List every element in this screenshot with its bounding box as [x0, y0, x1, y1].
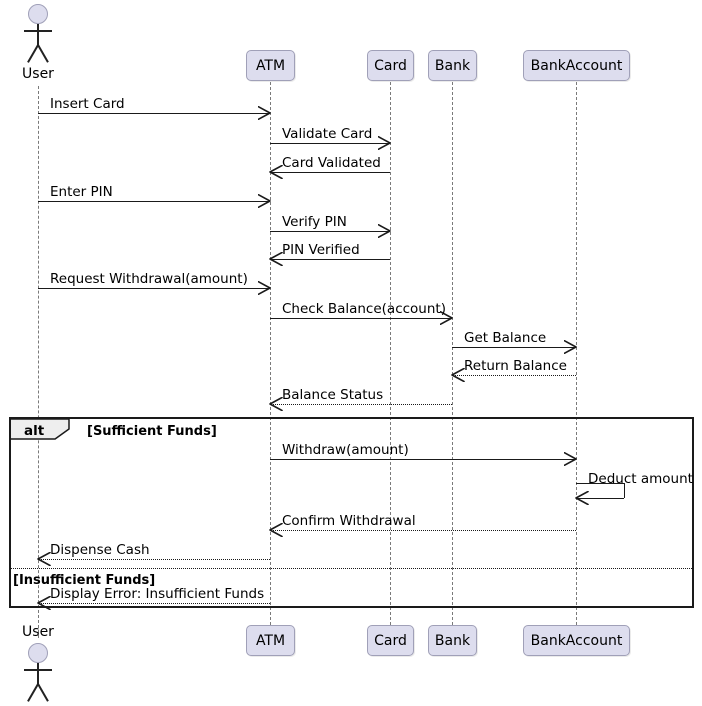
selfmessage-label-s1: Deduct amount: [588, 471, 693, 487]
message-arrowhead: [564, 452, 577, 466]
message-line-m11: [270, 404, 452, 405]
fragment-alt: [9, 417, 694, 608]
participant-label-bankaccount: BankAccount: [530, 632, 623, 649]
message-line-m12: [270, 459, 576, 460]
selfmessage-right-s1: [624, 483, 625, 498]
message-line-m15: [38, 603, 270, 604]
message-label-m2: Validate Card: [282, 126, 373, 142]
actor-label-user: User: [22, 66, 54, 82]
participant-label-atm: ATM: [255, 632, 286, 649]
message-label-m13: Confirm Withdrawal: [282, 513, 416, 529]
fragment-section-divider: [11, 568, 692, 569]
message-label-m7: Request Withdrawal(amount): [50, 271, 248, 287]
lifeline-atm: [270, 82, 271, 625]
participant-label-atm: ATM: [255, 57, 286, 74]
participant-label-bankaccount: BankAccount: [530, 57, 623, 74]
message-line-m9: [452, 347, 576, 348]
message-label-m15: Display Error: Insufficient Funds: [50, 586, 265, 602]
message-label-m14: Dispense Cash: [50, 542, 150, 558]
participant-label-bank: Bank: [434, 632, 471, 649]
message-line-m7: [38, 288, 270, 289]
message-label-m5: Verify PIN: [282, 214, 347, 230]
actor-leg-left-user: [27, 44, 39, 63]
participant-atm-bottom[interactable]: ATM: [246, 625, 295, 656]
lifeline-bankaccount: [576, 82, 577, 625]
lifeline-card: [390, 82, 391, 625]
message-line-m10: [452, 375, 576, 376]
message-line-m5: [270, 231, 390, 232]
message-arrowhead: [269, 523, 283, 537]
actor-head-user: [28, 4, 48, 24]
participant-card-top[interactable]: Card: [367, 50, 414, 81]
fragment-operator-tab: [11, 419, 69, 439]
message-arrowhead: [37, 596, 51, 610]
selfmessage-top-s1: [576, 483, 624, 484]
actor-leg-left-user: [27, 683, 39, 702]
participant-label-card: Card: [374, 632, 407, 649]
message-arrowhead: [378, 224, 391, 238]
participant-bankaccount-top[interactable]: BankAccount: [523, 50, 630, 81]
actor-arms-user: [24, 669, 52, 671]
message-arrowhead: [269, 397, 283, 411]
selfmessage-bottom-s1: [576, 498, 624, 499]
participant-label-card: Card: [374, 57, 407, 74]
participant-bankaccount-bottom[interactable]: BankAccount: [523, 625, 630, 656]
actor-label-user: User: [22, 624, 54, 640]
message-label-m8: Check Balance(account): [282, 301, 446, 317]
fragment-guard-1: [Insufficient Funds]: [13, 573, 156, 588]
message-line-m3: [270, 172, 390, 173]
fragment-guard-0: [Sufficient Funds]: [87, 424, 217, 439]
message-arrowhead: [269, 165, 283, 179]
fragment-tab-outline: [11, 419, 70, 440]
lifeline-user: [38, 86, 39, 638]
message-arrowhead: [575, 491, 589, 505]
message-label-m11: Balance Status: [282, 387, 384, 403]
message-line-m1: [38, 113, 270, 114]
actor-body-user: [37, 24, 39, 46]
message-label-m9: Get Balance: [464, 330, 547, 346]
fragment-operator-label: alt: [24, 423, 45, 439]
message-arrowhead: [37, 552, 51, 566]
actor-leg-right-user: [37, 683, 49, 702]
participant-bank-top[interactable]: Bank: [428, 50, 477, 81]
message-arrowhead: [269, 252, 283, 266]
message-label-m10: Return Balance: [464, 358, 567, 374]
actor-arms-user: [24, 30, 52, 32]
message-line-m13: [270, 530, 576, 531]
message-label-m3: Card Validated: [282, 155, 381, 171]
message-arrowhead: [451, 368, 465, 382]
message-label-m4: Enter PIN: [50, 184, 113, 200]
participant-bank-bottom[interactable]: Bank: [428, 625, 477, 656]
message-line-m8: [270, 318, 452, 319]
actor-body-user: [37, 663, 39, 685]
actor-leg-right-user: [37, 44, 49, 63]
message-arrowhead: [564, 340, 577, 354]
actor-head-user: [28, 643, 48, 663]
message-arrowhead: [258, 281, 271, 295]
message-line-m4: [38, 201, 270, 202]
participant-card-bottom[interactable]: Card: [367, 625, 414, 656]
message-label-m12: Withdraw(amount): [282, 442, 409, 458]
message-line-m6: [270, 259, 390, 260]
message-arrowhead: [258, 106, 271, 120]
participant-label-bank: Bank: [434, 57, 471, 74]
message-arrowhead: [378, 136, 391, 150]
message-label-m6: PIN Verified: [282, 242, 360, 258]
lifeline-bank: [452, 82, 453, 625]
message-arrowhead: [258, 194, 271, 208]
participant-atm-top[interactable]: ATM: [246, 50, 295, 81]
message-label-m1: Insert Card: [50, 96, 125, 112]
message-line-m2: [270, 143, 390, 144]
message-arrowhead: [440, 311, 453, 325]
message-line-m14: [38, 559, 270, 560]
